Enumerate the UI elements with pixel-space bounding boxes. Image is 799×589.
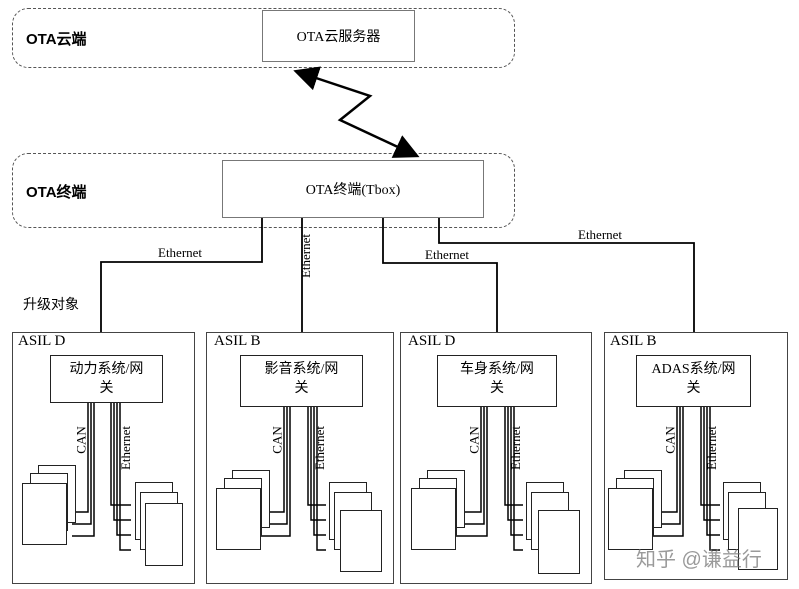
gateway-powertrain: 动力系统/网 关 [50, 355, 163, 403]
ecu-2f [340, 510, 382, 572]
ota-tbox: OTA终端(Tbox) [222, 160, 484, 218]
gateway-infotainment: 影音系统/网 关 [240, 355, 363, 407]
gateway-label-line2: 关 [490, 381, 504, 396]
watermark: 知乎 @谦益行 [636, 549, 762, 571]
gateway-label-line2: 关 [99, 381, 114, 396]
terminal-zone-label: OTA终端 [26, 184, 87, 201]
gateway-label-line1: ADAS系统/网 [651, 362, 736, 377]
ecu-1c [22, 483, 67, 545]
terminal-zone [12, 153, 515, 228]
ecu-4c [608, 488, 653, 550]
ecu-3c [411, 488, 456, 550]
ecu-3f [538, 510, 580, 574]
ecu-2c [216, 488, 261, 550]
ethernet-label-3: Ethernet [425, 247, 470, 262]
gateway-body: 车身系统/网 关 [437, 355, 557, 407]
asil-label: ASIL D [18, 333, 66, 349]
gateway-label-line1: 影音系统/网 [264, 362, 339, 377]
cloud-zone-label: OTA云端 [26, 31, 87, 48]
gateway-label-line1: 车身系统/网 [460, 362, 534, 377]
ota-cloud-server: OTA云服务器 [262, 10, 415, 62]
asil-label: ASIL B [610, 333, 657, 349]
ethernet-label-4: Ethernet [578, 227, 623, 242]
cloud-zone [12, 8, 515, 68]
ecu-1f [145, 503, 183, 566]
upgrade-target-label: 升级对象 [23, 296, 79, 312]
ethernet-label-1: Ethernet [158, 245, 203, 260]
asil-label: ASIL B [214, 333, 261, 349]
gateway-label-line1: 动力系统/网 [69, 362, 144, 377]
ecu-4f [738, 508, 778, 570]
gateway-label-line2: 关 [686, 381, 701, 396]
asil-label: ASIL D [408, 333, 456, 349]
gateway-adas: ADAS系统/网 关 [636, 355, 751, 407]
gateway-label-line2: 关 [294, 381, 309, 396]
